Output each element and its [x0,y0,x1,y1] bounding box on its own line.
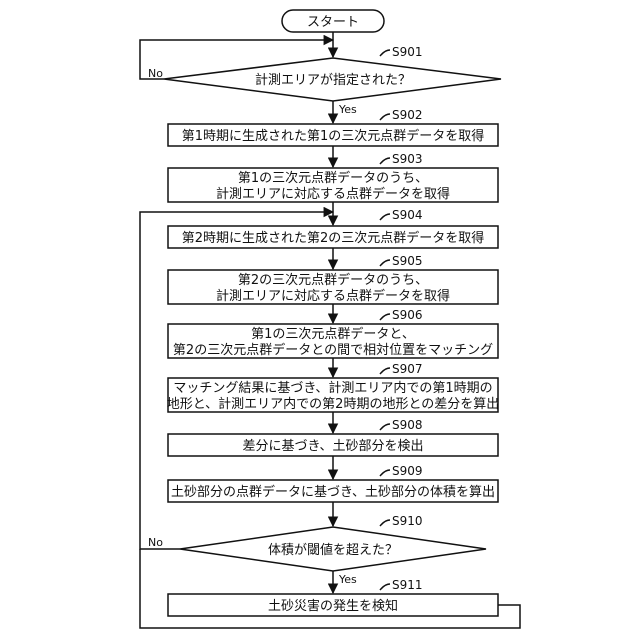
step-id-s902: S902 [392,108,423,122]
step-id-leader [380,114,390,120]
process-s905-line-1: 第2の三次元点群データのうち、 [238,272,428,288]
process-s902-line-1: 第1時期に生成された第1の三次元点群データを取得 [182,128,485,144]
process-s906-line-2: 第2の三次元点群データとの間で相対位置をマッチング [173,342,493,358]
step-id-s901: S901 [392,45,423,59]
start-label: スタート [307,15,359,30]
step-id-leader [380,50,390,56]
step-id-leader [380,214,390,220]
process-s907-line-1: マッチング結果に基づき、計測エリア内での第1時期の [173,380,492,396]
process-s904-line-1: 第2時期に生成された第2の三次元点群データを取得 [182,230,485,246]
step-id-leader [380,584,390,590]
decision-s901-yes: Yes [338,103,357,116]
step-id-leader [380,260,390,266]
process-s907-line-2: 地形と、計測エリア内での第2時期の地形との差分を算出 [167,396,500,412]
step-id-s906: S906 [392,308,423,322]
step-id-s903: S903 [392,152,423,166]
step-id-s908: S908 [392,418,423,432]
step-id-s909: S909 [392,464,423,478]
process-s903-line-1: 第1の三次元点群データのうち、 [238,170,428,186]
decision-s901: 計測エリアが指定された？ S901 No Yes [148,45,501,116]
decision-s910-no: No [148,536,163,549]
step-id-leader [380,424,390,430]
decision-s910: 体積が閾値を超えた？ S910 No Yes [148,514,486,586]
step-id-s904: S904 [392,208,423,222]
step-id-leader [380,368,390,374]
decision-s901-label: 計測エリアが指定された？ [255,72,411,88]
decision-s910-label: 体積が閾値を超えた？ [268,542,398,558]
step-id-s911: S911 [392,578,423,592]
start-terminal: スタート [282,10,384,32]
step-id-s910: S910 [392,514,423,528]
process-s903-line-2: 計測エリアに対応する点群データを取得 [216,186,450,202]
step-id-leader [380,158,390,164]
step-id-s905: S905 [392,254,423,268]
step-id-leader [380,470,390,476]
process-s909-line-1: 土砂部分の点群データに基づき、土砂部分の体積を算出 [171,484,495,500]
process-s908-line-1: 差分に基づき、土砂部分を検出 [242,439,423,454]
process-s905-line-2: 計測エリアに対応する点群データを取得 [216,288,450,304]
step-id-leader [380,520,390,526]
step-id-s907: S907 [392,362,423,376]
decision-s901-no: No [148,67,163,80]
process-s906-line-1: 第1の三次元点群データと、 [251,326,415,342]
process-s911-line-1: 土砂災害の発生を検知 [268,598,398,614]
step-id-leader [380,314,390,320]
decision-s910-yes: Yes [338,573,357,586]
